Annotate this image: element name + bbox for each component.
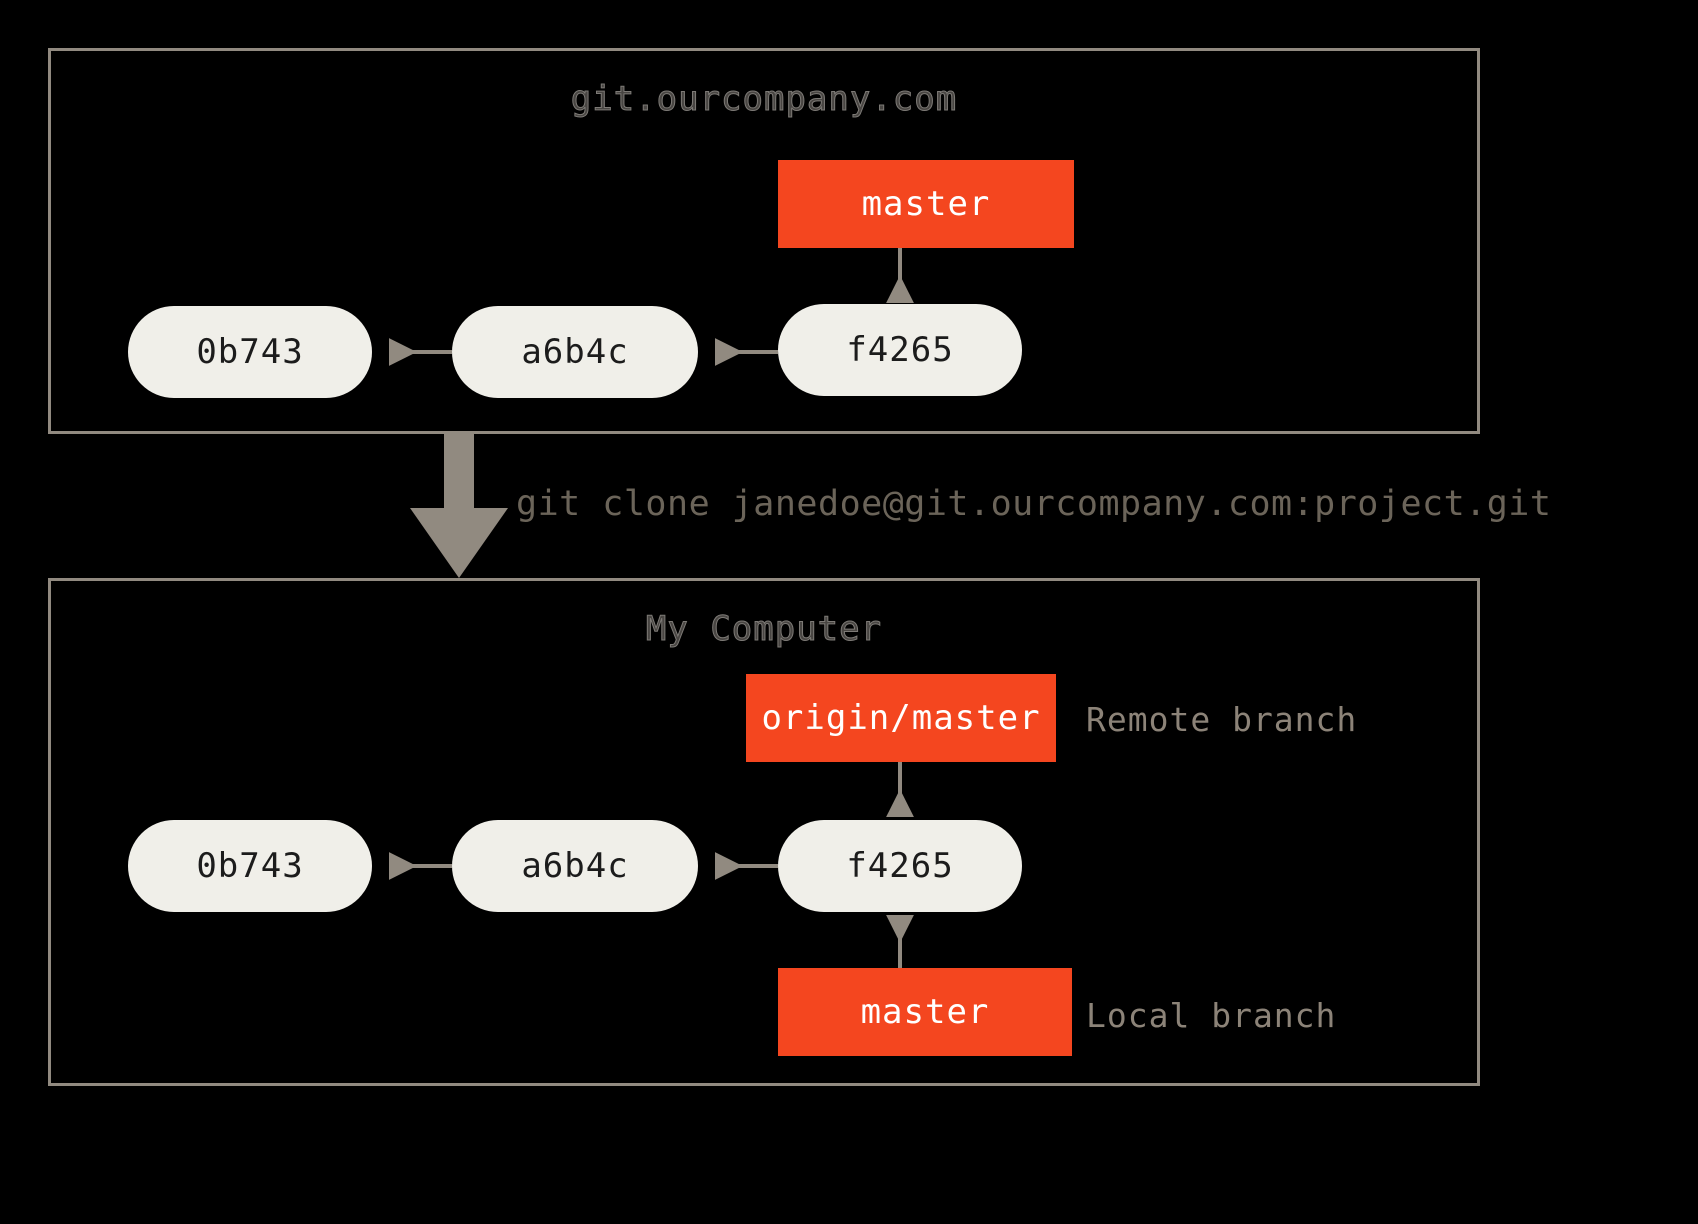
commit-hash-text: 0b743 [196,332,304,372]
commit-node-a6b4c-local[interactable]: a6b4c [452,820,698,912]
remote-repository-panel: git.ourcompany.com [48,48,1480,434]
branch-label-text: origin/master [761,698,1041,738]
clone-arrow-icon [410,434,508,578]
commit-hash-text: a6b4c [521,846,629,886]
commit-hash-text: f4265 [846,330,954,370]
remote-panel-title: git.ourcompany.com [570,79,958,120]
commit-hash-text: a6b4c [521,332,629,372]
branch-label-text: master [861,184,991,224]
annotation-local-branch: Local branch [1086,996,1337,1035]
commit-hash-text: 0b743 [196,846,304,886]
branch-label-origin-master[interactable]: origin/master [746,674,1056,762]
branch-label-master-remote[interactable]: master [778,160,1074,248]
local-panel-title: My Computer [645,609,883,650]
annotation-remote-branch: Remote branch [1086,700,1358,739]
clone-command-caption: git clone janedoe@git.ourcompany.com:pro… [516,484,1552,524]
commit-node-a6b4c-remote[interactable]: a6b4c [452,306,698,398]
commit-node-f4265-local[interactable]: f4265 [778,820,1022,912]
commit-hash-text: f4265 [846,846,954,886]
branch-label-master-local[interactable]: master [778,968,1072,1056]
branch-label-text: master [860,992,990,1032]
commit-node-0b743-remote[interactable]: 0b743 [128,306,372,398]
commit-node-f4265-remote[interactable]: f4265 [778,304,1022,396]
commit-node-0b743-local[interactable]: 0b743 [128,820,372,912]
local-repository-panel: My Computer [48,578,1480,1086]
